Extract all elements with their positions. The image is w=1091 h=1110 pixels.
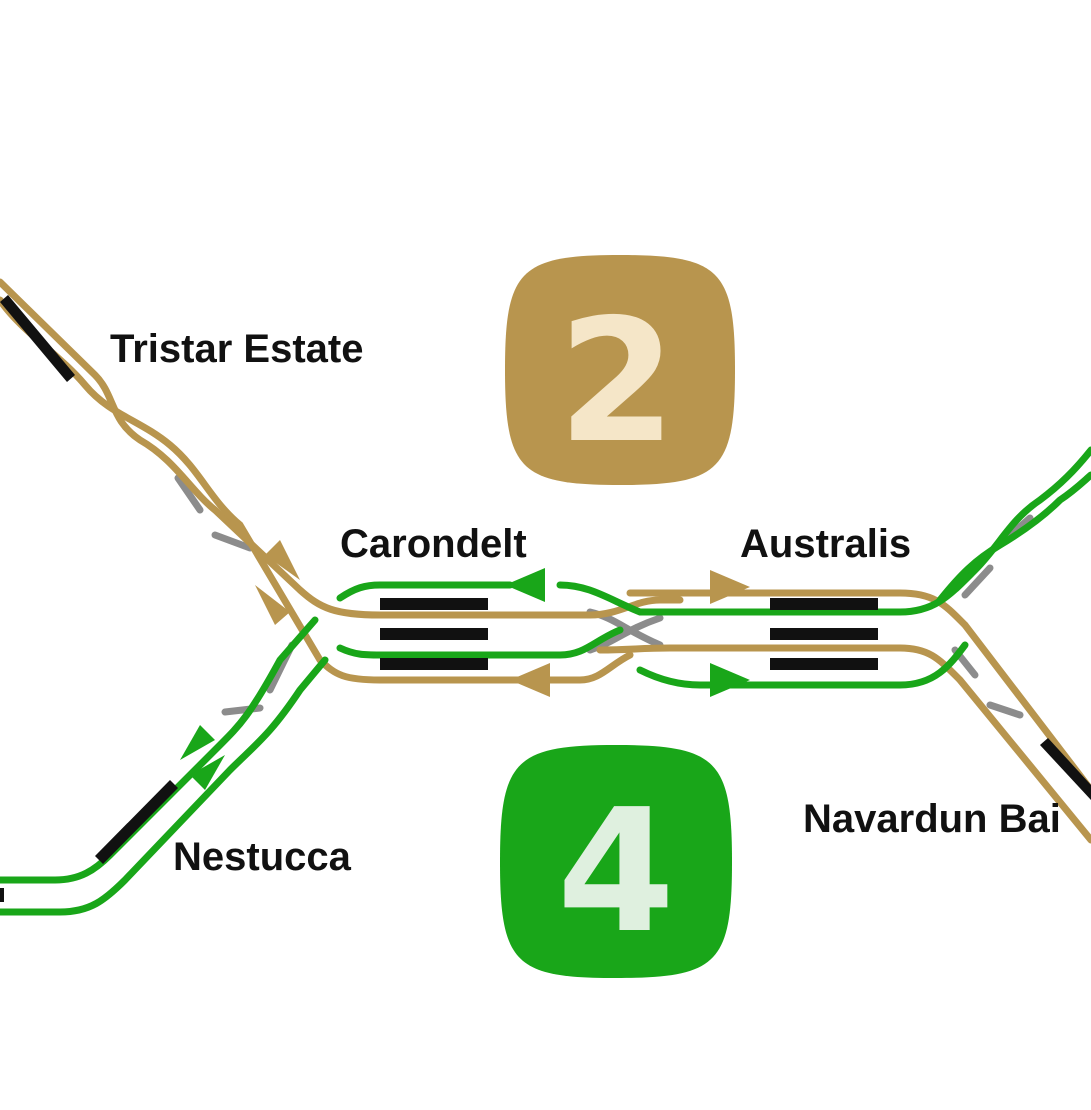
station-label-carondelt: Carondelt (340, 522, 527, 566)
platforms (0, 295, 1091, 902)
route-4-number: 4 (557, 773, 675, 971)
station-label-navardun-bai: Navardun Bai (803, 797, 1061, 841)
route-4-badge: 4 (500, 745, 732, 978)
route-4-tracks (0, 446, 1091, 916)
route-2-number: 2 (558, 283, 676, 481)
route-2-badge: 2 (505, 255, 735, 485)
station-label-tristar-estate: Tristar Estate (110, 327, 363, 371)
station-label-nestucca: Nestucca (173, 835, 352, 879)
station-label-australis: Australis (740, 522, 911, 566)
direction-arrows (180, 540, 750, 790)
